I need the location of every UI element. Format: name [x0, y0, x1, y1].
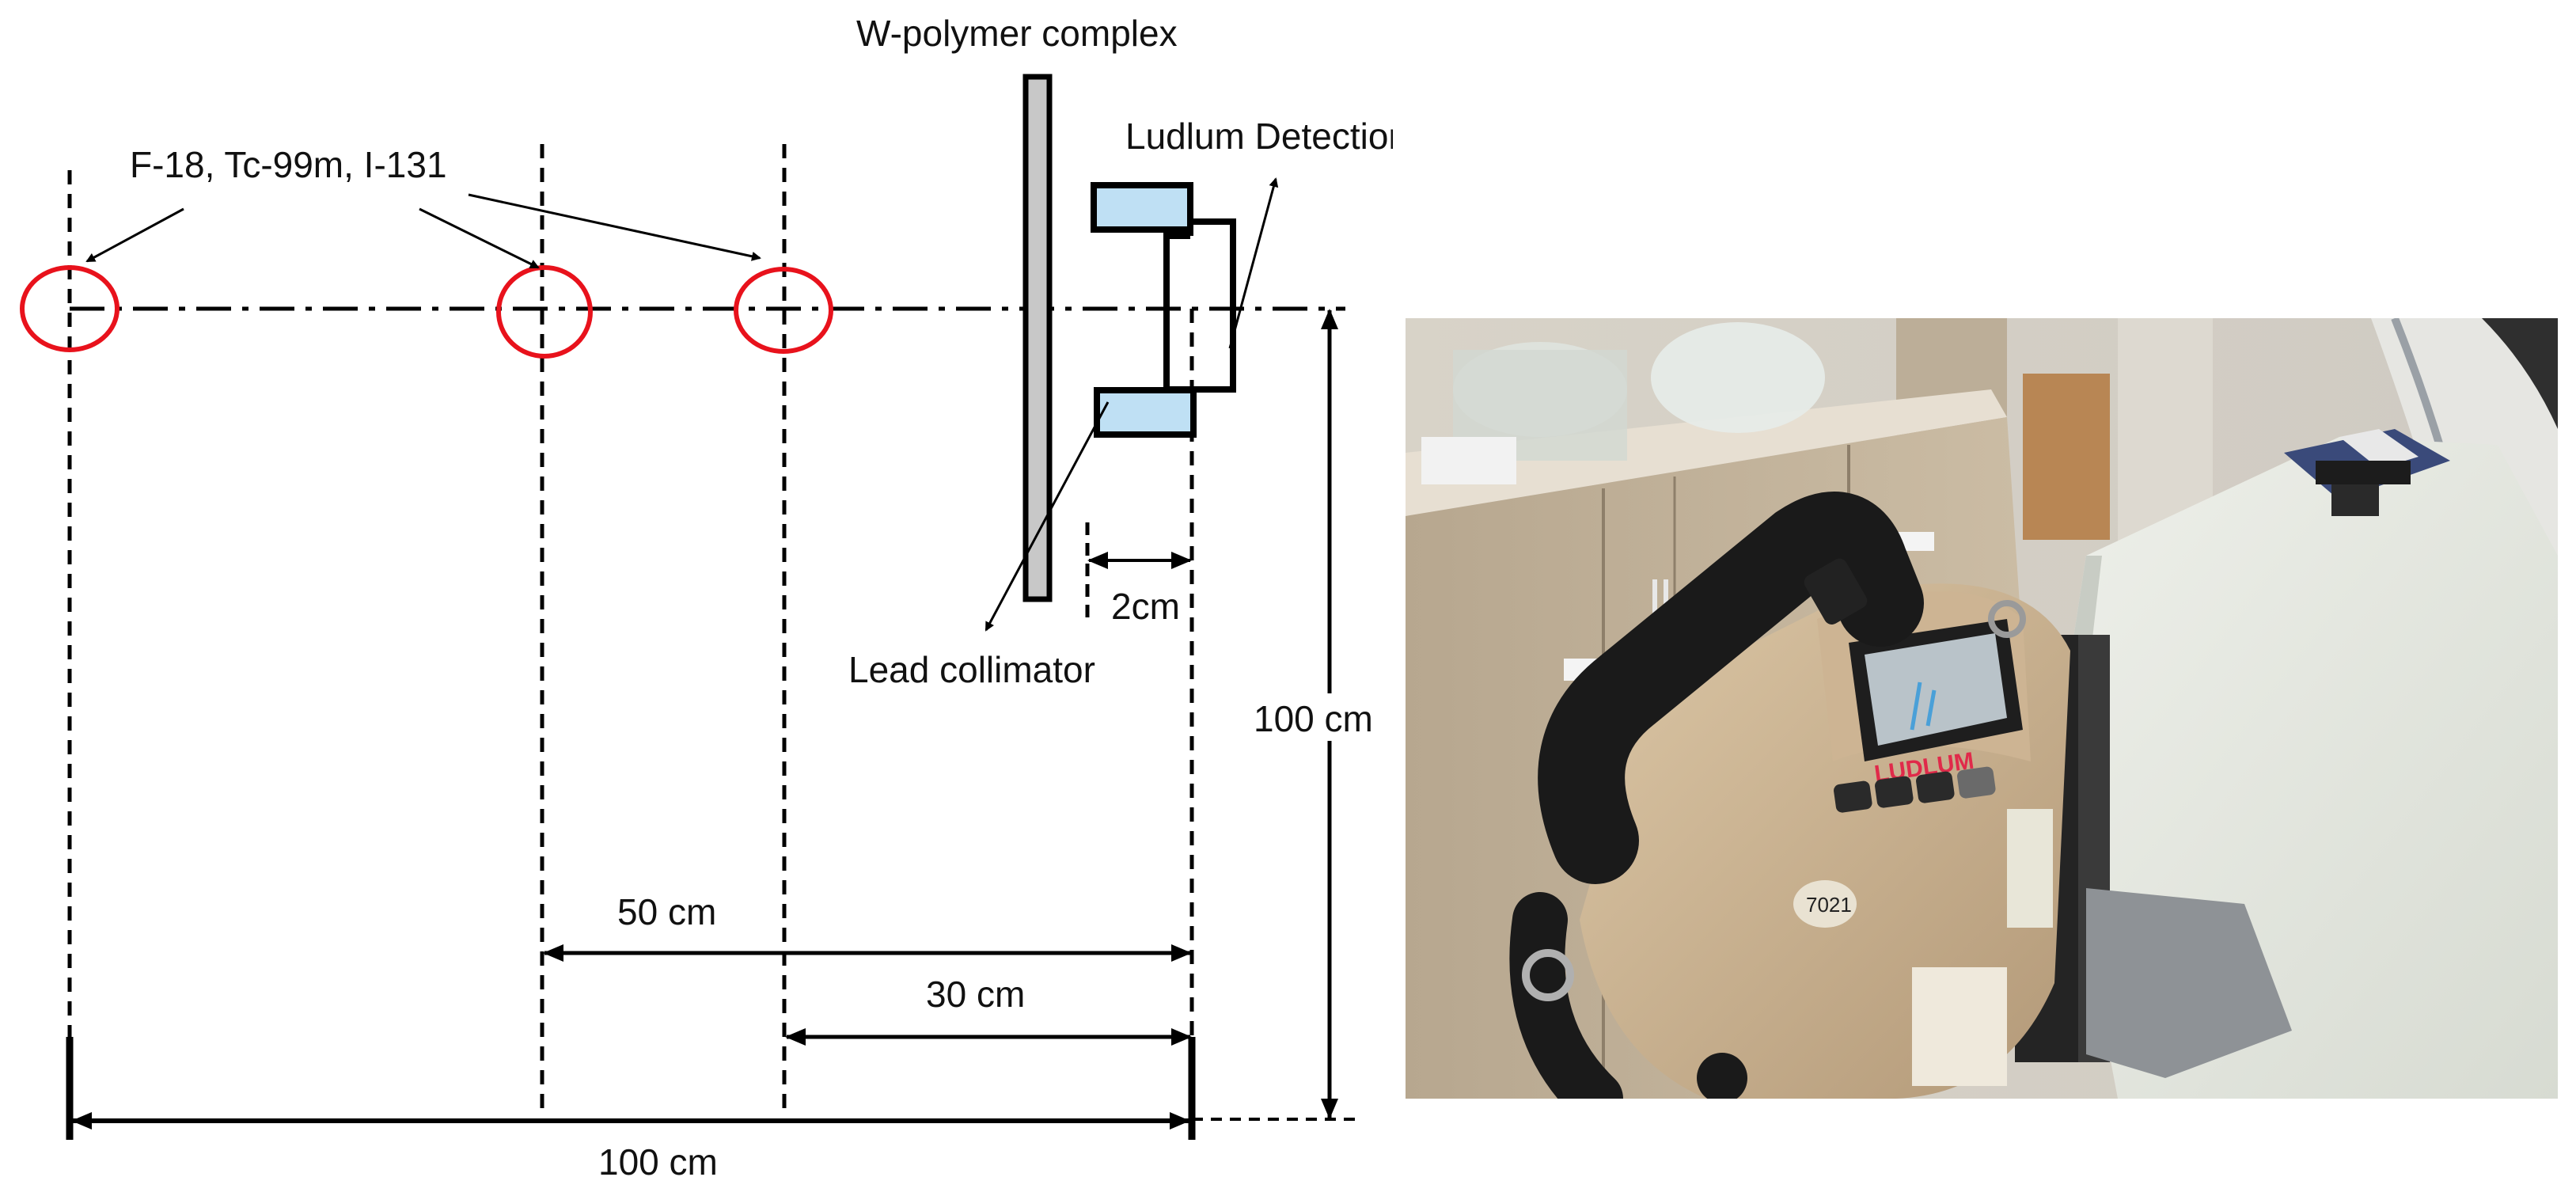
detector-assembly	[1091, 182, 1236, 438]
label-bg-vertical	[1255, 693, 1390, 741]
meter-button-3	[1916, 771, 1955, 803]
cardboard-box	[2023, 374, 2110, 540]
meter-button-4	[1957, 766, 1996, 799]
leader-detector	[1228, 177, 1279, 349]
screen-spectrum-2	[1925, 689, 1937, 727]
meter-button-2	[1875, 776, 1914, 808]
detector-bracket	[1163, 218, 1236, 393]
meter-top-detector	[1804, 558, 1868, 625]
label-30cm: 30 cm	[926, 974, 1025, 1015]
paper-towel	[1421, 437, 1516, 484]
source-leaders	[85, 193, 761, 269]
collimator-block-top	[1091, 182, 1193, 233]
meter-model-badge	[1793, 880, 1857, 928]
remote-detector-mount	[2331, 484, 2379, 516]
label-2cm: 2cm	[1111, 586, 1180, 627]
cabinet-handle-1	[1652, 579, 1657, 621]
screen-spectrum-1	[1910, 682, 1922, 731]
label-w-polymer: W-polymer complex	[856, 13, 1178, 54]
ludlum-meter: LUDLUM 7021	[1509, 492, 2070, 1099]
source-circle-100cm	[20, 265, 120, 352]
meter-label-sticker	[1912, 967, 2007, 1086]
w-polymer-shield	[1022, 74, 1053, 602]
experiment-photo: LUDLUM 7021	[1406, 318, 2558, 1099]
acrylic-discs	[1651, 322, 1825, 433]
grey-cloth	[2086, 888, 2292, 1078]
meter-warning-sticker	[2007, 809, 2053, 928]
collimator-block-bottom	[1094, 387, 1197, 438]
meter-handle	[1538, 492, 1924, 884]
label-sources: F-18, Tc-99m, I-131	[130, 144, 447, 185]
setup-schematic: W-polymer complex Ludlum Detection F-18,…	[20, 13, 1393, 1183]
ct-bore	[2482, 318, 2558, 429]
meter-handle-grip	[1509, 892, 1623, 1099]
meter-button-1	[1834, 780, 1872, 813]
meter-side-ring	[1522, 949, 1574, 1001]
cabinet-handle-2	[1664, 579, 1668, 621]
cloth-stripes	[2339, 429, 2419, 469]
label-lead-collimator: Lead collimator	[848, 649, 1095, 690]
label-bottom-100cm: 100 cm	[598, 1141, 718, 1183]
source-circle-50cm	[496, 265, 593, 359]
leader-collimator	[984, 401, 1110, 632]
meter-ring	[1988, 600, 2026, 638]
meter-knob	[1697, 1053, 1747, 1099]
leader-source-100cm	[85, 207, 184, 263]
label-ludlum-detection: Ludlum Detection	[1125, 116, 1393, 157]
detector-bracket-inner	[1163, 222, 1193, 389]
label-vertical-100cm: 100 cm	[1254, 698, 1373, 739]
countertop	[1406, 389, 2007, 516]
leader-source-50cm	[419, 207, 540, 269]
source-markers	[20, 265, 833, 359]
label-50cm: 50 cm	[617, 891, 716, 932]
meter-model: 7021	[1806, 893, 1852, 917]
meter-screen	[1865, 633, 2007, 746]
remote-detector-body	[2316, 461, 2411, 484]
leader-source-30cm	[468, 193, 761, 261]
source-circle-30cm	[734, 267, 833, 354]
